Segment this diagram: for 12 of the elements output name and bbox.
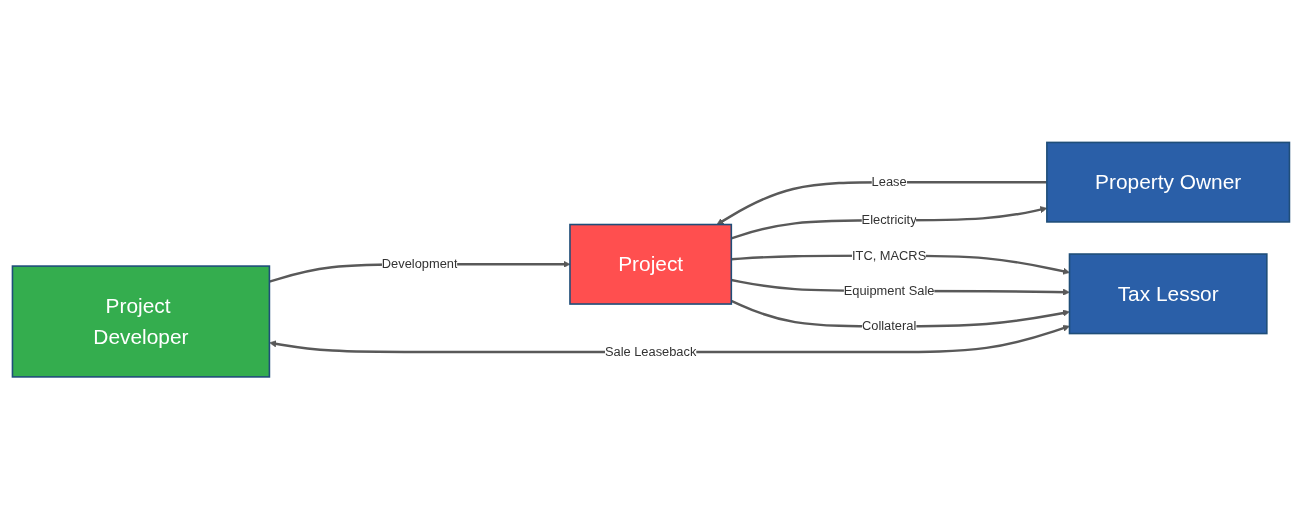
node-box: Project (569, 223, 733, 305)
edge-label: Equipment Sale (843, 283, 935, 298)
edge-label: ITC, MACRS (852, 248, 927, 262)
node-box: Property Owner (1046, 141, 1291, 223)
edge-label: Development (381, 256, 458, 271)
edge-label: Lease (871, 174, 907, 189)
arrow (716, 180, 1047, 225)
node-box: Project Developer (11, 265, 271, 378)
edge-label: Collateral (862, 318, 917, 333)
edge-label: Electricity (861, 212, 917, 227)
node-box: Tax Lessor (1068, 253, 1268, 335)
edge-label: Sale Leaseback (604, 344, 697, 359)
